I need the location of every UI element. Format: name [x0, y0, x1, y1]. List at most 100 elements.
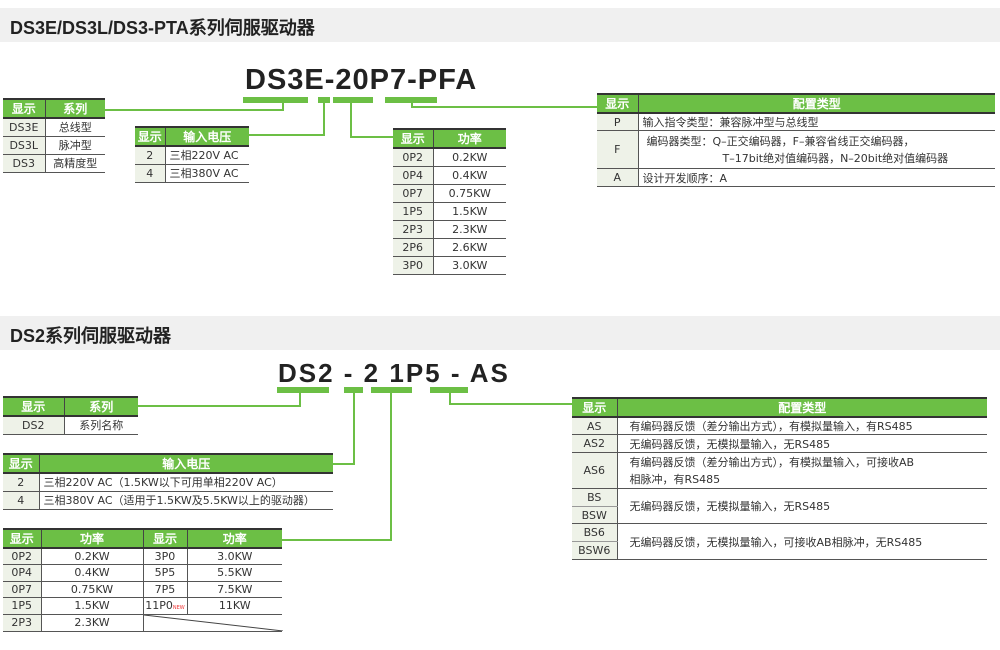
value-cell: 0.4KW — [40, 564, 143, 582]
section-title: DS2系列伺服驱动器 — [10, 326, 172, 346]
value-cell: 三相220V AC — [164, 146, 249, 165]
header-cell: 显示 — [597, 93, 638, 114]
value-cell: 3.0KW — [432, 256, 506, 275]
code-cell: AS6 — [572, 452, 617, 489]
code-cell: 3P0 — [142, 548, 187, 565]
value-cell: 0.4KW — [432, 166, 506, 185]
code-cell: 11P0 — [145, 599, 173, 613]
connector — [323, 102, 325, 136]
code-cell: 4 — [135, 164, 165, 183]
section-title: DS3E/DS3L/DS3-PTA系列伺服驱动器 — [10, 18, 315, 38]
code-cell: 0P4 — [393, 166, 433, 185]
section-header-ds2: DS2系列伺服驱动器 — [0, 316, 1000, 350]
code-cell: 2P3 — [393, 220, 433, 239]
code-cell: 1P5 — [3, 597, 41, 615]
underline-config — [430, 387, 468, 393]
header-cell: 输入电压 — [164, 126, 249, 147]
header-cell: 功率 — [186, 528, 282, 549]
code-cell: P — [597, 113, 638, 131]
header-cell: 显示 — [572, 397, 617, 418]
connector — [353, 393, 355, 465]
value-cell: 0.75KW — [40, 581, 143, 598]
code-cell: 0P7 — [393, 184, 433, 203]
value-cell: 输入指令类型：兼容脉冲型与总线型 — [637, 113, 995, 131]
code-cell: BS — [572, 488, 617, 507]
connector — [411, 102, 413, 108]
header-cell: 显示 — [3, 453, 39, 474]
value-cell: 1.5KW — [432, 202, 506, 221]
value-cell: 三相220V AC（1.5KW以下可用单相220V AC） — [38, 473, 333, 492]
code-cell: 7P5 — [142, 581, 187, 598]
header-cell: 显示 — [135, 126, 165, 147]
code-cell: BSW6 — [572, 541, 617, 560]
header-cell: 配置类型 — [616, 397, 987, 418]
value-line: 相脉冲，有RS485 — [629, 472, 721, 486]
diagonal-line — [143, 614, 283, 631]
code-cell: AS — [572, 417, 617, 435]
header-cell: 系列 — [44, 98, 105, 119]
new-badge: NEW — [172, 605, 185, 612]
value-cell: 设计开发顺序：A — [637, 168, 995, 187]
model-code: DS2 - 2 1P5 - AS — [278, 358, 510, 388]
connector — [411, 106, 597, 108]
code-cell: 0P2 — [393, 148, 433, 167]
code-cell: DS3 — [3, 154, 45, 173]
table-row: BSW — [572, 506, 987, 524]
value-cell: 5.5KW — [186, 564, 282, 582]
value-cell: 无编码器反馈，无模拟量输入，可接收AB相脉冲，无RS485 — [616, 523, 987, 560]
code-cell: A — [597, 168, 638, 187]
code-cell: 2P6 — [393, 238, 433, 257]
code-cell: 3P0 — [393, 256, 433, 275]
value-cell: 2.3KW — [40, 614, 143, 632]
value-cell: 1.5KW — [40, 597, 143, 615]
code-cell: DS2 — [3, 416, 64, 435]
connector — [333, 463, 355, 465]
connector — [138, 405, 301, 407]
value-line: 编码器类型：Q–正交编码器，F–兼容省线正交编码器， — [646, 134, 915, 148]
underline-config — [385, 97, 437, 103]
underline-power — [333, 97, 373, 103]
code-cell: F — [597, 130, 638, 169]
value-cell: 0.2KW — [432, 148, 506, 167]
connector — [390, 393, 392, 541]
underline-series — [243, 97, 308, 103]
header-cell: 配置类型 — [637, 93, 995, 114]
code-cell: 0P2 — [3, 548, 41, 565]
connector — [282, 539, 392, 541]
connector — [449, 403, 572, 405]
code-cell: 4 — [3, 491, 39, 510]
connector — [350, 136, 393, 138]
model-code: DS3E-20P7-PFA — [245, 64, 478, 96]
connector — [282, 102, 284, 111]
code-cell: 0P4 — [3, 564, 41, 582]
header-cell: 功率 — [40, 528, 143, 549]
value-cell: 无编码器反馈，无模拟量输入，无RS485 — [616, 434, 987, 453]
header-cell: 显示 — [3, 528, 41, 549]
value-line: T–17bit绝对值编码器，N–20bit绝对值编码器 — [722, 151, 949, 165]
code-cell: 2 — [135, 146, 165, 165]
connector — [350, 102, 352, 138]
code-cell: AS2 — [572, 434, 617, 453]
